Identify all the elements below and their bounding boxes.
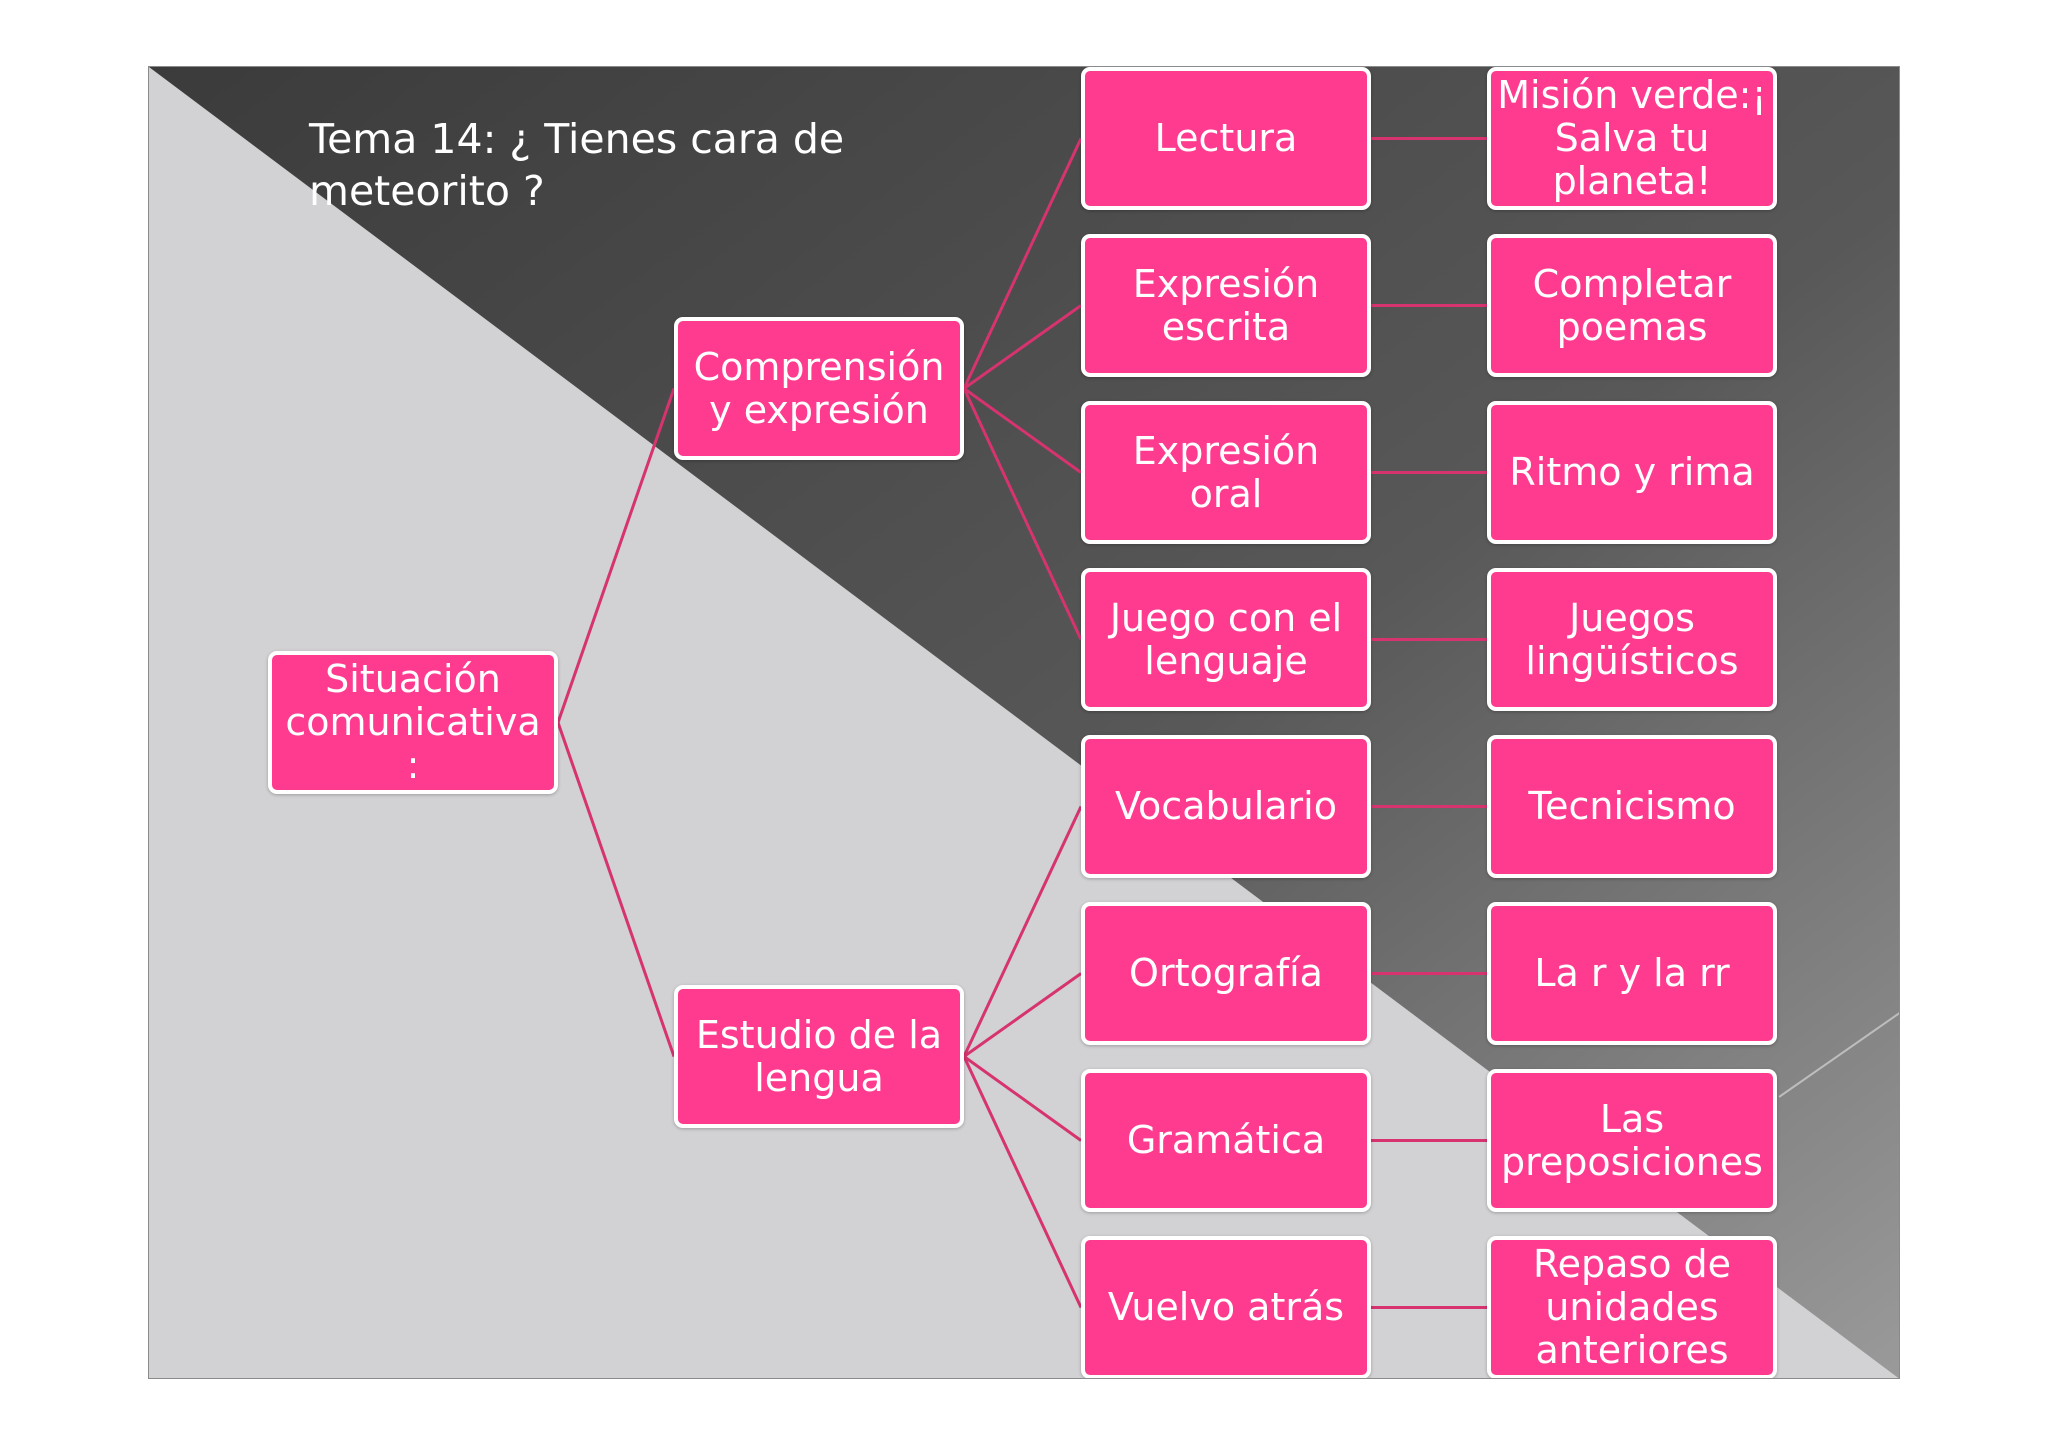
connector-branch-0-item-1 — [963, 304, 1082, 390]
connector-branch-1-item-0 — [962, 805, 1083, 1058]
node-label: Juego con el lenguaje — [1109, 595, 1343, 683]
node-tecnicismo: Tecnicismo — [1487, 735, 1777, 878]
node-label: Misión verde:¡ Salva tu planeta! — [1497, 73, 1767, 203]
node-comprension-y-expresion: Comprensión y expresión — [674, 317, 964, 460]
node-estudio-de-la-lengua: Estudio de la lengua — [674, 985, 964, 1128]
node-label: Gramática — [1126, 1118, 1326, 1162]
node-vuelvo-atras: Vuelvo atrás — [1081, 1236, 1371, 1378]
connector-branch-1-item-2 — [963, 1055, 1082, 1142]
node-label: Las preposiciones — [1501, 1096, 1763, 1184]
node-ritmo-y-rima: Ritmo y rima — [1487, 401, 1777, 544]
node-label: Expresión oral — [1132, 428, 1320, 516]
connector-root-branch-1 — [556, 722, 676, 1057]
node-label: Vuelvo atrás — [1107, 1285, 1345, 1329]
node-label: Lectura — [1154, 116, 1298, 160]
node-label: Expresión escrita — [1132, 261, 1320, 349]
node-label: Repaso de unidades anteriores — [1532, 1242, 1732, 1372]
node-label: Situación comunicativa : — [285, 657, 541, 787]
node-label: Estudio de la lengua — [695, 1012, 943, 1100]
node-situacion-comunicativa: Situación comunicativa : — [268, 651, 558, 794]
connector-branch-0-item-0 — [962, 137, 1083, 390]
node-completar-poemas: Completar poemas — [1487, 234, 1777, 377]
node-label: Comprensión y expresión — [693, 344, 945, 432]
slide-title: Tema 14: ¿ Tienes cara de meteorito ? — [309, 115, 845, 215]
node-juegos-linguisticos: Juegos lingüísticos — [1487, 568, 1777, 711]
node-label: La r y la rr — [1534, 951, 1730, 995]
dark-diagonal-band — [149, 67, 1899, 1378]
decorative-line — [1778, 1012, 1899, 1098]
node-label: Tecnicismo — [1528, 784, 1736, 828]
connector-branch-0-item-3 — [962, 387, 1083, 641]
connector-branch-1-item-3 — [962, 1055, 1083, 1309]
node-label: Juegos lingüísticos — [1525, 595, 1739, 683]
node-label: Vocabulario — [1115, 784, 1337, 828]
node-gramatica: Gramática — [1081, 1069, 1371, 1212]
node-vocabulario: Vocabulario — [1081, 735, 1371, 878]
node-la-r-y-la-rr: La r y la rr — [1487, 902, 1777, 1045]
node-lectura: Lectura — [1081, 67, 1371, 210]
connector-branch-1-item-1 — [963, 972, 1082, 1058]
connector-root-branch-0 — [556, 388, 676, 723]
node-mision-verde: Misión verde:¡ Salva tu planeta! — [1487, 67, 1777, 210]
node-label: Completar poemas — [1532, 261, 1732, 349]
node-ortografia: Ortografía — [1081, 902, 1371, 1045]
node-juego-con-el-lenguaje: Juego con el lenguaje — [1081, 568, 1371, 711]
slide: Tema 14: ¿ Tienes cara de meteorito ? Si… — [148, 66, 1900, 1379]
connector-lines — [556, 137, 1487, 1309]
node-expresion-escrita: Expresión escrita — [1081, 234, 1371, 377]
connector-branch-0-item-2 — [963, 387, 1082, 474]
node-repaso-de-unidades: Repaso de unidades anteriores — [1487, 1236, 1777, 1378]
node-expresion-oral: Expresión oral — [1081, 401, 1371, 544]
node-label: Ritmo y rima — [1509, 450, 1755, 494]
node-las-preposiciones: Las preposiciones — [1487, 1069, 1777, 1212]
node-label: Ortografía — [1129, 951, 1323, 995]
